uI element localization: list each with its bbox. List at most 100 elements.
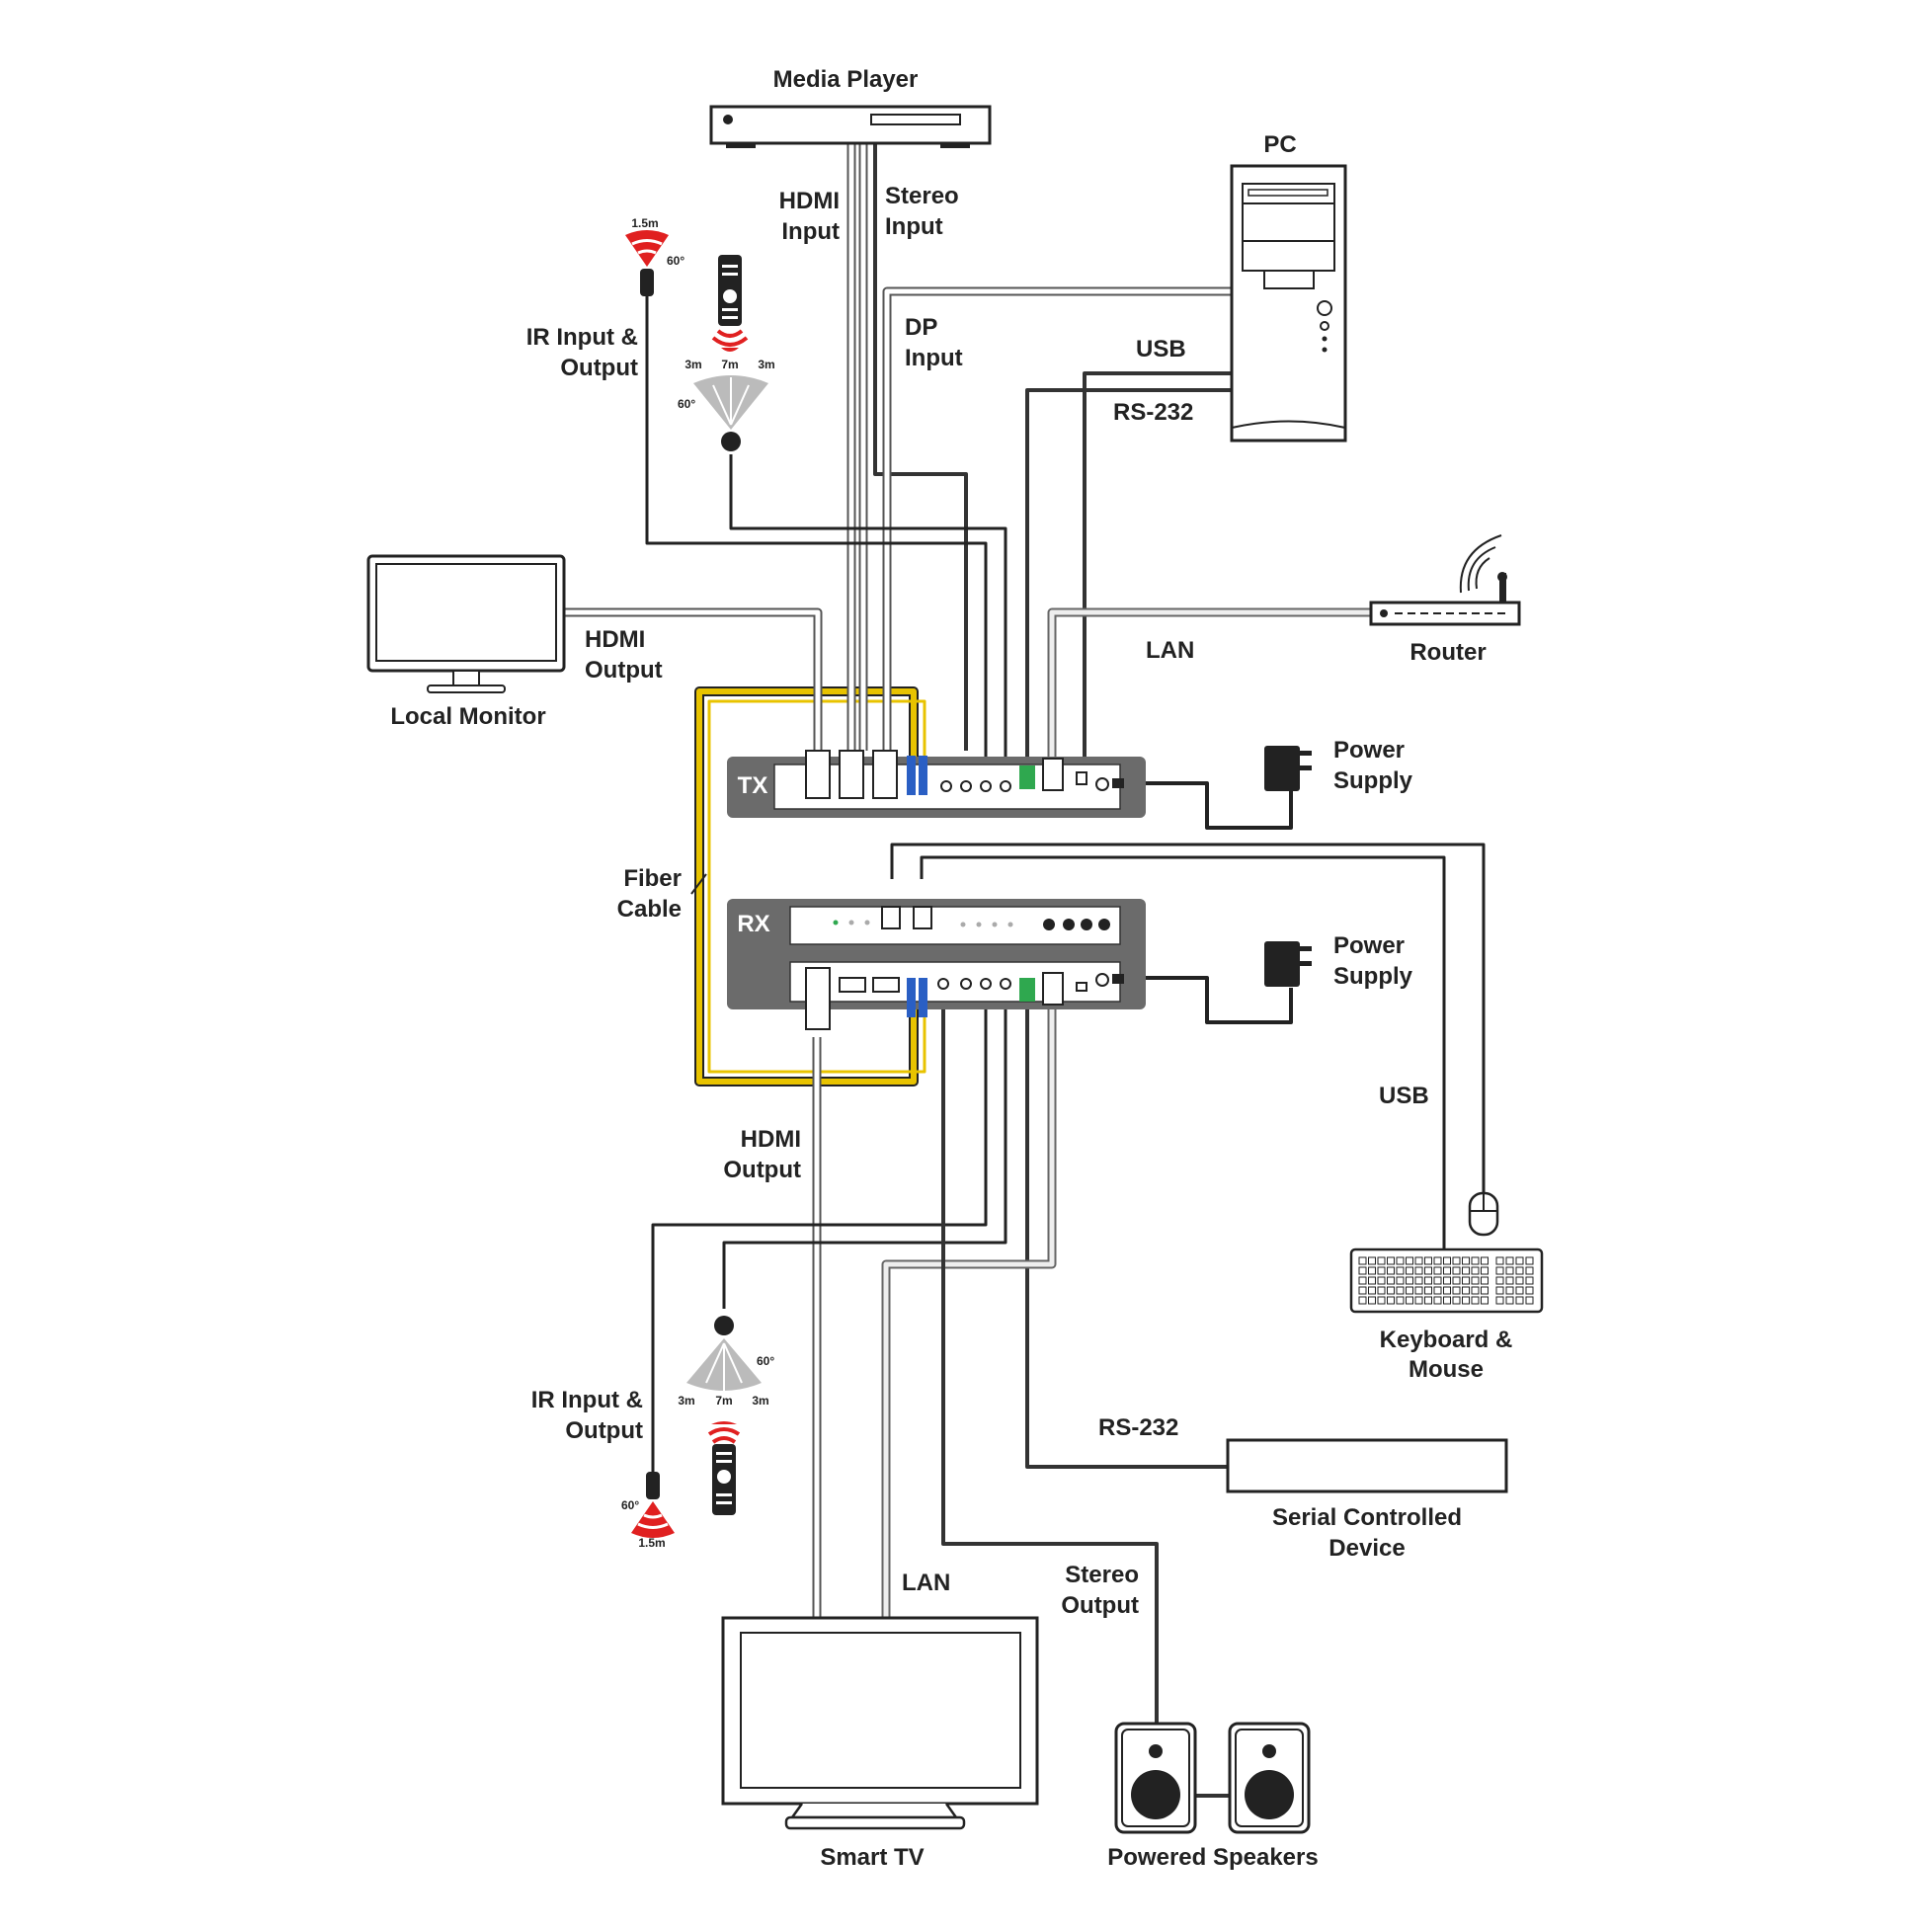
lan-tv-cable-core [883, 1007, 1055, 1620]
keyboard-key [1495, 1266, 1504, 1275]
rs232-device-label: RS-232 [1098, 1414, 1178, 1441]
keyboard-key [1515, 1266, 1524, 1275]
keyboard-key [1443, 1256, 1451, 1265]
keyboard [1349, 1248, 1544, 1314]
ir-top-receiver-angle: 60° [678, 397, 695, 411]
keyboard-key [1481, 1286, 1489, 1295]
hdmi-input-line1: HDMI [779, 188, 840, 214]
keyboard-key [1387, 1266, 1395, 1275]
keyboard-key [1406, 1256, 1413, 1265]
ir-top-emitter [625, 230, 669, 296]
keyboard-key [1433, 1286, 1442, 1295]
keyboard-key [1396, 1266, 1405, 1275]
ir-bottom-receiver-angle: 60° [757, 1354, 774, 1368]
keyboard-key [1452, 1286, 1461, 1295]
keyboard-key [1414, 1266, 1423, 1275]
keyboard-key [1471, 1276, 1480, 1285]
keyboard-key [1525, 1256, 1534, 1265]
ir-bottom-line2: Output [565, 1417, 643, 1444]
fiber-cable-b [707, 699, 926, 1074]
keyboard-key [1368, 1276, 1376, 1285]
fiber-cable-line1: Fiber [623, 865, 682, 892]
keyboard-key [1505, 1276, 1514, 1285]
lan-router-cable-core [1049, 609, 1371, 765]
keyboard-label-line1: Keyboard & [1380, 1327, 1513, 1353]
hdmi-output-local-cable-core [565, 609, 821, 751]
keyboard-key [1358, 1266, 1367, 1275]
keyboard-key [1505, 1286, 1514, 1295]
keyboard-key [1471, 1256, 1480, 1265]
usb-kb-label: USB [1379, 1083, 1429, 1109]
keyboard-label-line2: Mouse [1409, 1356, 1484, 1383]
keyboard-key [1358, 1286, 1367, 1295]
keyboard-key [1525, 1296, 1534, 1305]
keyboard-key [1358, 1276, 1367, 1285]
keyboard-key [1424, 1286, 1432, 1295]
keyboard-key [1481, 1256, 1489, 1265]
rx-label: RX [737, 911, 769, 937]
ir-top-line1: IR Input & [526, 324, 638, 351]
serial-device-line2: Device [1328, 1535, 1405, 1562]
keyboard-key [1443, 1286, 1451, 1295]
keyboard-key [1414, 1286, 1423, 1295]
hdmi-input-line2: Input [781, 218, 840, 245]
ir-bottom-remote [707, 1421, 741, 1515]
keyboard-key [1368, 1266, 1376, 1275]
hdmi-output-tv-line2: Output [723, 1157, 801, 1183]
lan-tv-label: LAN [902, 1570, 950, 1596]
keyboard-key [1452, 1296, 1461, 1305]
usb-mouse-cable [890, 843, 1486, 1195]
serial-device [1226, 1438, 1508, 1493]
stereo-output-line1: Stereo [1065, 1562, 1139, 1588]
keyboard-key [1525, 1276, 1534, 1285]
ir-top-remote [711, 255, 749, 352]
keyboard-key [1462, 1296, 1470, 1305]
ir-bottom-receiver-center: 7m [715, 1394, 732, 1408]
keyboard-key [1414, 1296, 1423, 1305]
keyboard-key [1462, 1266, 1470, 1275]
keyboard-key [1368, 1256, 1376, 1265]
keyboard-key [1358, 1296, 1367, 1305]
keyboard-key [1462, 1286, 1470, 1295]
ir-top-emitter-angle: 60° [667, 254, 684, 268]
keyboard-key [1515, 1256, 1524, 1265]
keyboard-key [1433, 1256, 1442, 1265]
ir-bottom-receiver-left: 3m [678, 1394, 694, 1408]
keyboard-keys [1358, 1256, 1534, 1305]
rx-unit [727, 899, 1146, 1030]
keyboard-key [1368, 1296, 1376, 1305]
keyboard-key [1443, 1266, 1451, 1275]
keyboard-key [1452, 1256, 1461, 1265]
local-monitor [366, 554, 566, 693]
stereo-output-cable [941, 1007, 1159, 1729]
keyboard-key [1471, 1296, 1480, 1305]
ir-top-receiver [693, 375, 768, 451]
keyboard-key [1433, 1296, 1442, 1305]
keyboard-key [1377, 1296, 1386, 1305]
media-player-label: Media Player [773, 66, 919, 93]
router [1369, 534, 1521, 626]
dp-input-cable-core [884, 288, 1235, 751]
lan-router-label: LAN [1146, 637, 1194, 664]
keyboard-key [1515, 1286, 1524, 1295]
keyboard-key [1525, 1286, 1534, 1295]
stereo-input-line2: Input [885, 213, 943, 240]
keyboard-key [1481, 1296, 1489, 1305]
pc-tower [1230, 164, 1347, 443]
keyboard-key [1406, 1296, 1413, 1305]
keyboard-key [1396, 1256, 1405, 1265]
ir-bottom-emitter-cable [651, 1007, 988, 1472]
keyboard-key [1495, 1256, 1504, 1265]
keyboard-key [1396, 1286, 1405, 1295]
keyboard-key [1515, 1296, 1524, 1305]
keyboard-key [1505, 1256, 1514, 1265]
keyboard-key [1424, 1276, 1432, 1285]
fiber-cable-callout [690, 873, 707, 895]
rs232-pc-label: RS-232 [1113, 399, 1193, 426]
keyboard-key [1505, 1266, 1514, 1275]
power-supply-tx-line1: Power [1333, 737, 1405, 764]
keyboard-key [1443, 1276, 1451, 1285]
speaker-right [1228, 1722, 1311, 1834]
